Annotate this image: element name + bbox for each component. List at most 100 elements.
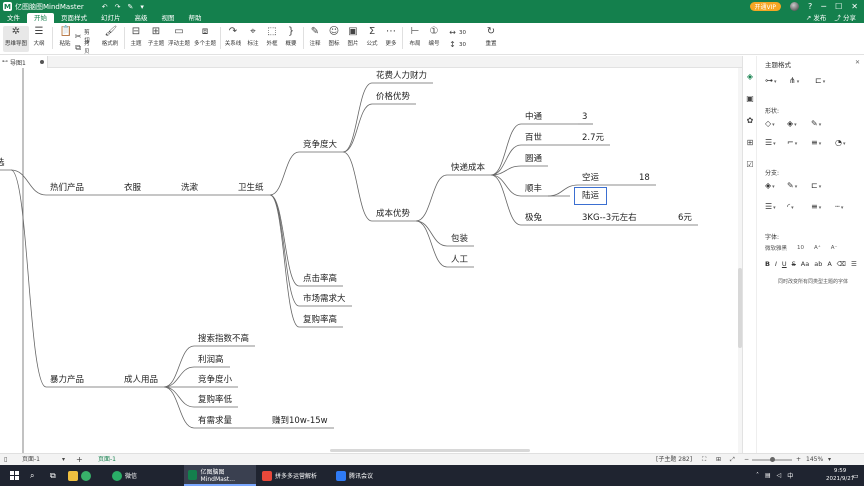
menu-advanced[interactable]: 高级 (134, 14, 148, 22)
layout-button[interactable]: ⊢布局 (409, 26, 421, 47)
format-painter-button[interactable]: 🖌格式刷 (101, 26, 119, 47)
connector-style-dropdown[interactable]: ⊏▾ (815, 76, 826, 85)
mindmap-node-selected[interactable]: 陆运 (574, 187, 608, 205)
task-icon[interactable]: ☑ (746, 160, 754, 169)
zoom-slider[interactable] (752, 457, 792, 462)
branch-dash-dropdown[interactable]: ┄▾ (835, 202, 844, 211)
add-page-icon[interactable]: + (76, 455, 83, 464)
browser-icon[interactable] (81, 470, 91, 481)
vertical-scroll-thumb[interactable] (738, 268, 742, 348)
strikethrough-icon[interactable]: S (791, 260, 796, 268)
branch-weight-dropdown[interactable]: ≡▾ (811, 202, 822, 211)
mindmap-node[interactable]: 点击率高 (303, 274, 338, 284)
task-view-icon[interactable]: ⧉ (50, 470, 56, 480)
mindmap-node[interactable]: 空运 (582, 173, 600, 183)
italic-icon[interactable]: I (774, 260, 777, 268)
file-explorer-icon[interactable] (68, 470, 78, 481)
page-list-dropdown[interactable]: 页面-1 (22, 456, 40, 463)
more-button[interactable]: ⋯更多 (385, 26, 397, 47)
branch-fill-dropdown[interactable]: ◈▾ (765, 181, 775, 190)
fit-icon[interactable]: ⛶ (702, 456, 707, 463)
mindmap-node[interactable]: 百世 (525, 133, 543, 143)
font-name-dropdown[interactable]: 微软雅黑 (765, 246, 788, 252)
highlight-icon[interactable]: ab (814, 260, 823, 268)
document-tab[interactable]: ⊷ 导图1 (0, 56, 48, 68)
vertical-spacing-input[interactable]: ↕30 (449, 40, 466, 49)
branch-line-dropdown[interactable]: ☰▾ (765, 202, 776, 211)
mindmap-node[interactable]: 市场需求大 (303, 294, 346, 304)
mindmap-node[interactable]: 18 (639, 173, 650, 183)
mindmap-node[interactable]: 快递成本 (451, 163, 486, 173)
reset-button[interactable]: ↻重置 (485, 26, 497, 47)
clipart-icon[interactable]: ✿ (746, 116, 754, 125)
mindmap-node[interactable]: 热们产品 (50, 183, 85, 193)
menu-help[interactable]: 帮助 (188, 14, 202, 22)
clear-format-icon[interactable]: ⌫ (836, 260, 846, 268)
mindmap-node[interactable]: 人工 (451, 255, 469, 265)
more-chevron-icon[interactable]: ▾ (140, 2, 144, 11)
edit-icon[interactable]: ✎ (127, 2, 134, 11)
relation-button[interactable]: ↷关系线 (224, 26, 242, 47)
zoom-level[interactable]: 145% (806, 456, 824, 463)
mindmap-node[interactable]: 竞争度大 (303, 140, 338, 150)
zoom-out-icon[interactable]: − (744, 456, 750, 463)
maximize-icon[interactable]: ☐ (835, 2, 843, 11)
volume-icon[interactable]: ◁ (776, 472, 782, 479)
menu-start[interactable]: 开始 (27, 13, 54, 23)
mindmap-node[interactable]: 赚到10w-15w (272, 416, 328, 426)
font-size-dropdown[interactable]: 10 (797, 245, 805, 251)
mindmap-node[interactable]: 卫生纸 (238, 183, 264, 193)
vertical-scrollbar[interactable] (738, 68, 742, 453)
callout-button[interactable]: ⌖标注 (247, 26, 259, 47)
floating-topic-button[interactable]: ▭浮动主题 (167, 26, 190, 47)
zoom-slider-knob[interactable] (770, 457, 775, 462)
mindmap-node[interactable]: 圆通 (525, 154, 543, 164)
mindmap-node[interactable]: 2.7元 (582, 133, 605, 143)
style-icon[interactable]: ▣ (746, 94, 754, 103)
font-grow-icon[interactable]: A⁺ (814, 245, 821, 251)
topic-button[interactable]: ⊟主题 (130, 26, 142, 47)
mindmap-node[interactable]: 利润高 (198, 355, 224, 365)
share-button[interactable]: ⤴ 分享 (834, 14, 856, 22)
mindmap-node[interactable]: 6元 (678, 213, 692, 223)
fullscreen-icon[interactable]: ⤢ (730, 456, 735, 463)
mindmap-node[interactable]: 搜索指数不高 (198, 334, 250, 344)
paint-bucket-icon[interactable]: ◈ (746, 72, 754, 81)
menu-file[interactable]: 文件 (7, 14, 20, 22)
mindmap-node[interactable]: 洗漱 (181, 183, 199, 193)
layout-style-dropdown[interactable]: ⊶▾ (765, 76, 777, 85)
mindmap-node[interactable]: 成人用品 (124, 375, 159, 385)
mindmap-node[interactable]: 包装 (451, 234, 469, 244)
panel-toggle-icon[interactable]: ▯ (4, 456, 8, 463)
avatar[interactable] (790, 2, 800, 11)
font-color-icon[interactable]: A (827, 260, 832, 268)
underline-icon[interactable]: U (781, 260, 787, 268)
fill-color-dropdown[interactable]: ◈▾ (787, 119, 797, 128)
mindmap-node[interactable]: 价格优势 (376, 92, 411, 102)
menu-page-style[interactable]: 页面样式 (61, 14, 87, 22)
vip-button[interactable]: 开通VIP (749, 2, 782, 11)
branch-color-dropdown[interactable]: ✎▾ (787, 181, 798, 190)
publish-button[interactable]: ↗ 发布 (805, 14, 827, 22)
summary-button[interactable]: }概要 (285, 26, 297, 47)
font-shrink-icon[interactable]: A⁻ (830, 245, 838, 251)
mindmap-node[interactable]: 花费人力财力 (376, 71, 428, 81)
horizontal-spacing-input[interactable]: ↔30 (449, 28, 466, 37)
bold-icon[interactable]: B (765, 260, 770, 268)
redo-icon[interactable]: ↷ (114, 2, 121, 11)
case-icon[interactable]: Aa (800, 260, 810, 268)
mindmap-node[interactable]: 选 (0, 158, 5, 168)
outline-button[interactable]: ☰大纲 (33, 26, 45, 47)
menu-slides[interactable]: 幻灯片 (101, 14, 121, 22)
copy-button[interactable]: ⧉拷贝 (75, 41, 90, 55)
panel-close-icon[interactable]: ✕ (855, 59, 861, 66)
search-icon[interactable]: ⌕ (30, 470, 35, 480)
mindmap-node[interactable]: 暴力产品 (50, 375, 85, 385)
outline-tree-icon[interactable]: ⊞ (746, 138, 754, 147)
system-clock[interactable]: 9:59 2021/9/27 (826, 467, 854, 483)
page-list-chevron-icon[interactable]: ▾ (62, 456, 66, 463)
network-icon[interactable]: ▤ (765, 472, 771, 479)
page-tab[interactable]: 页面-1 (98, 456, 116, 463)
